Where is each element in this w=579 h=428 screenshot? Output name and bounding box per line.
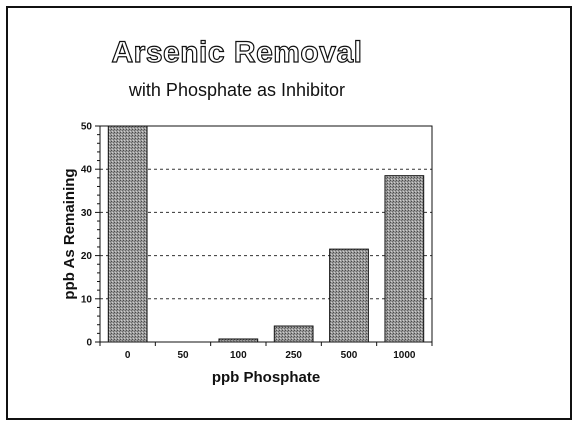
x-tick-label-500: 500: [341, 350, 358, 361]
x-tick-label-50: 50: [177, 350, 189, 361]
bar-250: [273, 325, 314, 343]
y-tick-label-40: 40: [81, 165, 93, 176]
x-tick-label-0: 0: [125, 350, 131, 361]
axes: [95, 125, 433, 346]
chart-title: Arsenic Removal: [111, 35, 363, 69]
y-tick-label-0: 0: [86, 338, 92, 349]
bar-500: [329, 248, 369, 343]
chart-subtitle: with Phosphate as Inhibitor: [128, 80, 346, 100]
plot-frame: [99, 125, 433, 343]
y-tick-label-10: 10: [81, 294, 93, 305]
y-tick-label-20: 20: [81, 251, 93, 262]
bar-0: [107, 125, 148, 343]
y-tick-label-50: 50: [81, 122, 93, 133]
y-tick-label-30: 30: [81, 208, 93, 219]
y-axis-title: ppb As Remaining: [61, 168, 78, 299]
x-tick-label-100: 100: [230, 350, 247, 361]
grid-lines: [100, 168, 432, 300]
x-axis-title: ppb Phosphate: [212, 369, 320, 386]
bar-1000: [384, 175, 425, 343]
x-tick-label-250: 250: [285, 350, 302, 361]
bars: [107, 125, 425, 343]
x-tick-label-1000: 1000: [393, 350, 416, 361]
